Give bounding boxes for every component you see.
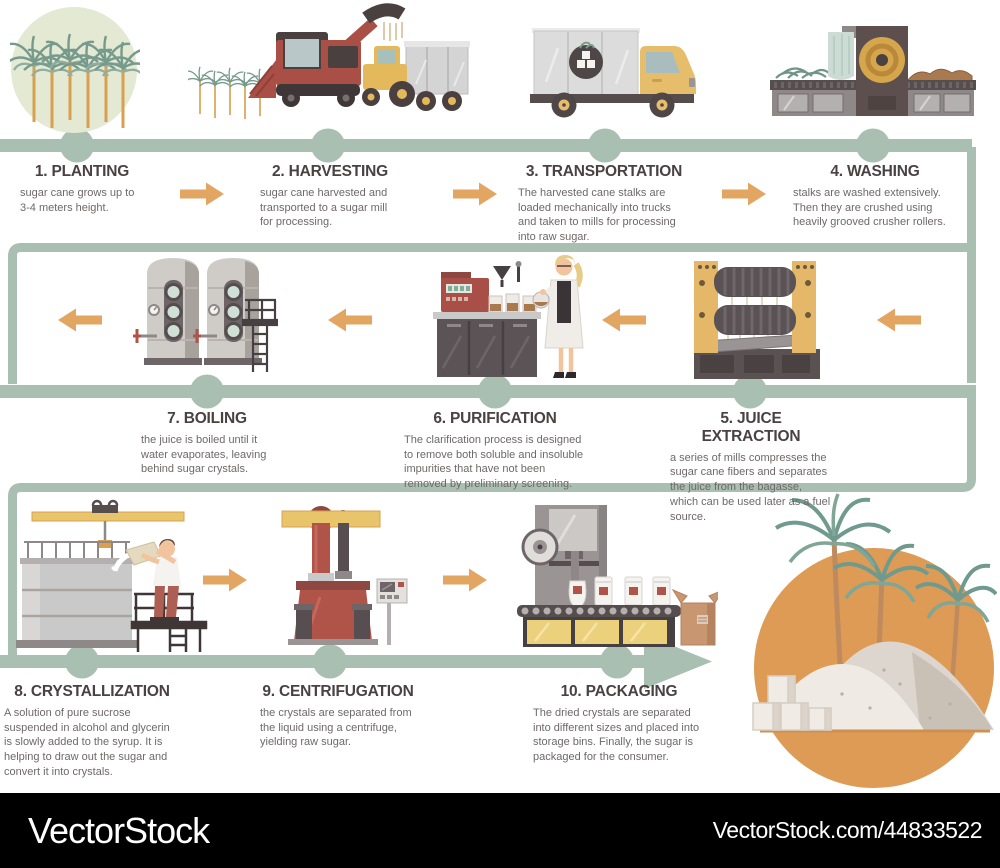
planting-illustration: [10, 7, 140, 133]
timeline-node-juice-extraction: [733, 374, 767, 409]
arrow-left-icon: [58, 308, 102, 332]
step-description: the crystals are separated from the liqu…: [260, 706, 412, 749]
step-description: The dried crystals are separated into di…: [533, 706, 700, 764]
packaging-illustration: [517, 505, 718, 647]
step-title: 10. PACKAGING: [560, 683, 678, 700]
timeline-node-transportation: [588, 128, 622, 163]
arrow-right-icon: [180, 182, 224, 206]
timeline-node-packaging: [600, 644, 634, 679]
vectorstock-logo: VectorStock: [28, 809, 210, 851]
timeline-node-washing: [856, 128, 890, 163]
timeline-node-harvesting: [311, 128, 345, 163]
step-3-transportation: 3. TRANSPORTATION The harvested cane sta…: [518, 163, 690, 245]
evaporator-tank: [191, 256, 264, 367]
sample-jars: [488, 293, 537, 313]
step-description: The clarification process is designed to…: [404, 433, 584, 491]
sugar-logo-icon: [569, 45, 603, 79]
step-4-washing: 4. WASHING stalks are washed extensively…: [793, 163, 957, 230]
lab-bench: [433, 261, 541, 377]
juice-extraction-illustration: [694, 261, 820, 379]
harvester: [248, 3, 406, 107]
step-2-harvesting: 2. HARVESTING sugar cane harvested and t…: [260, 163, 400, 230]
trailer: [404, 41, 470, 111]
worker: [111, 539, 181, 622]
boiling-illustration: [133, 256, 278, 372]
crushed-cane-pile: [907, 68, 973, 82]
step-title: 7. BOILING: [167, 410, 247, 427]
crystallizer-tank: [16, 541, 138, 648]
filling-machine: [521, 505, 607, 608]
step-6-purification: 6. PURIFICATION The clarification proces…: [404, 410, 586, 492]
sugar-scene-illustration: [752, 493, 997, 788]
crystallization-illustration: [16, 499, 208, 652]
sugar-bags: [594, 576, 671, 606]
evaporator-tank: [133, 256, 204, 367]
control-panel: [376, 578, 408, 645]
washing-conveyor: [770, 26, 976, 116]
step-description: A solution of pure sucrose suspended in …: [4, 706, 170, 778]
tractor: [362, 46, 415, 107]
washing-illustration: [770, 26, 976, 116]
step-title: 9. CENTRIFUGATION: [262, 683, 414, 700]
timeline-node-crystallization: [65, 644, 99, 679]
timeline-node-planting: [60, 128, 94, 163]
funnel-icon: [493, 266, 511, 280]
arrow-left-icon: [602, 308, 646, 332]
roller-stack: [714, 267, 796, 335]
flow-arrows: [58, 182, 921, 592]
step-7-boiling: 7. BOILING the juice is boiled until it …: [141, 410, 273, 477]
platform-ladder: [241, 298, 278, 372]
timeline-node-purification: [478, 374, 512, 409]
arrow-right-icon: [443, 568, 487, 592]
step-title: 3. TRANSPORTATION: [525, 163, 683, 180]
cardboard-box: [671, 588, 718, 646]
arrow-left-icon: [877, 308, 921, 332]
timeline-node-centrifugation: [313, 644, 347, 679]
cane-stalks-on-belt: [775, 67, 831, 79]
conveyor-belt: [517, 605, 681, 647]
centrifugation-illustration: [281, 506, 408, 645]
centrifuge: [281, 506, 381, 645]
arrow-right-icon: [453, 182, 497, 206]
timeline-nodes: [60, 128, 890, 679]
arrow-right-icon: [203, 568, 247, 592]
step-description: The harvested cane stalks are loaded mec…: [518, 186, 676, 244]
step-title: 5. JUICE EXTRACTION: [701, 410, 801, 445]
arrow-left-icon: [328, 308, 372, 332]
step-8-crystallization: 8. CRYSTALLIZATION A solution of pure su…: [4, 683, 180, 779]
harvesting-illustration: [188, 3, 470, 120]
timeline-end-arrow-icon: [644, 634, 712, 689]
step-title: 2. HARVESTING: [272, 163, 388, 180]
truck: [530, 28, 696, 118]
step-9-centrifugation: 9. CENTRIFUGATION the crystals are separ…: [260, 683, 416, 750]
purification-illustration: [433, 255, 584, 378]
roller-mill: [694, 261, 820, 379]
step-5-juice-extraction: 5. JUICE EXTRACTION a series of mills co…: [670, 410, 832, 524]
step-10-packaging: 10. PACKAGING The dried crystals are sep…: [533, 683, 705, 765]
step-title: 8. CRYSTALLIZATION: [14, 683, 170, 700]
step-description: a series of mills compresses the sugar c…: [670, 451, 831, 523]
step-description: sugar cane grows up to 3-4 meters height…: [20, 186, 135, 214]
step-1-planting: 1. PLANTING sugar cane grows up to 3-4 m…: [20, 163, 144, 215]
sugar-cubes: [752, 675, 832, 731]
crane-beam: [31, 499, 185, 548]
step-description: sugar cane harvested and transported to …: [260, 186, 388, 229]
step-title: 1. PLANTING: [34, 163, 130, 180]
step-description: the juice is boiled until it water evapo…: [141, 433, 267, 476]
watermark-url: VectorStock.com/44833522: [712, 817, 983, 843]
timeline-node-boiling: [190, 374, 224, 409]
transportation-illustration: [530, 28, 696, 118]
watermark-bar: VectorStock VectorStock.com/44833522: [0, 793, 1000, 868]
arrow-right-icon: [722, 182, 766, 206]
step-title: 6. PURIFICATION: [433, 410, 557, 427]
step-title: 4. WASHING: [830, 163, 920, 180]
step-description: stalks are washed extensively. Then they…: [793, 186, 946, 229]
lab-technician: [532, 255, 584, 378]
